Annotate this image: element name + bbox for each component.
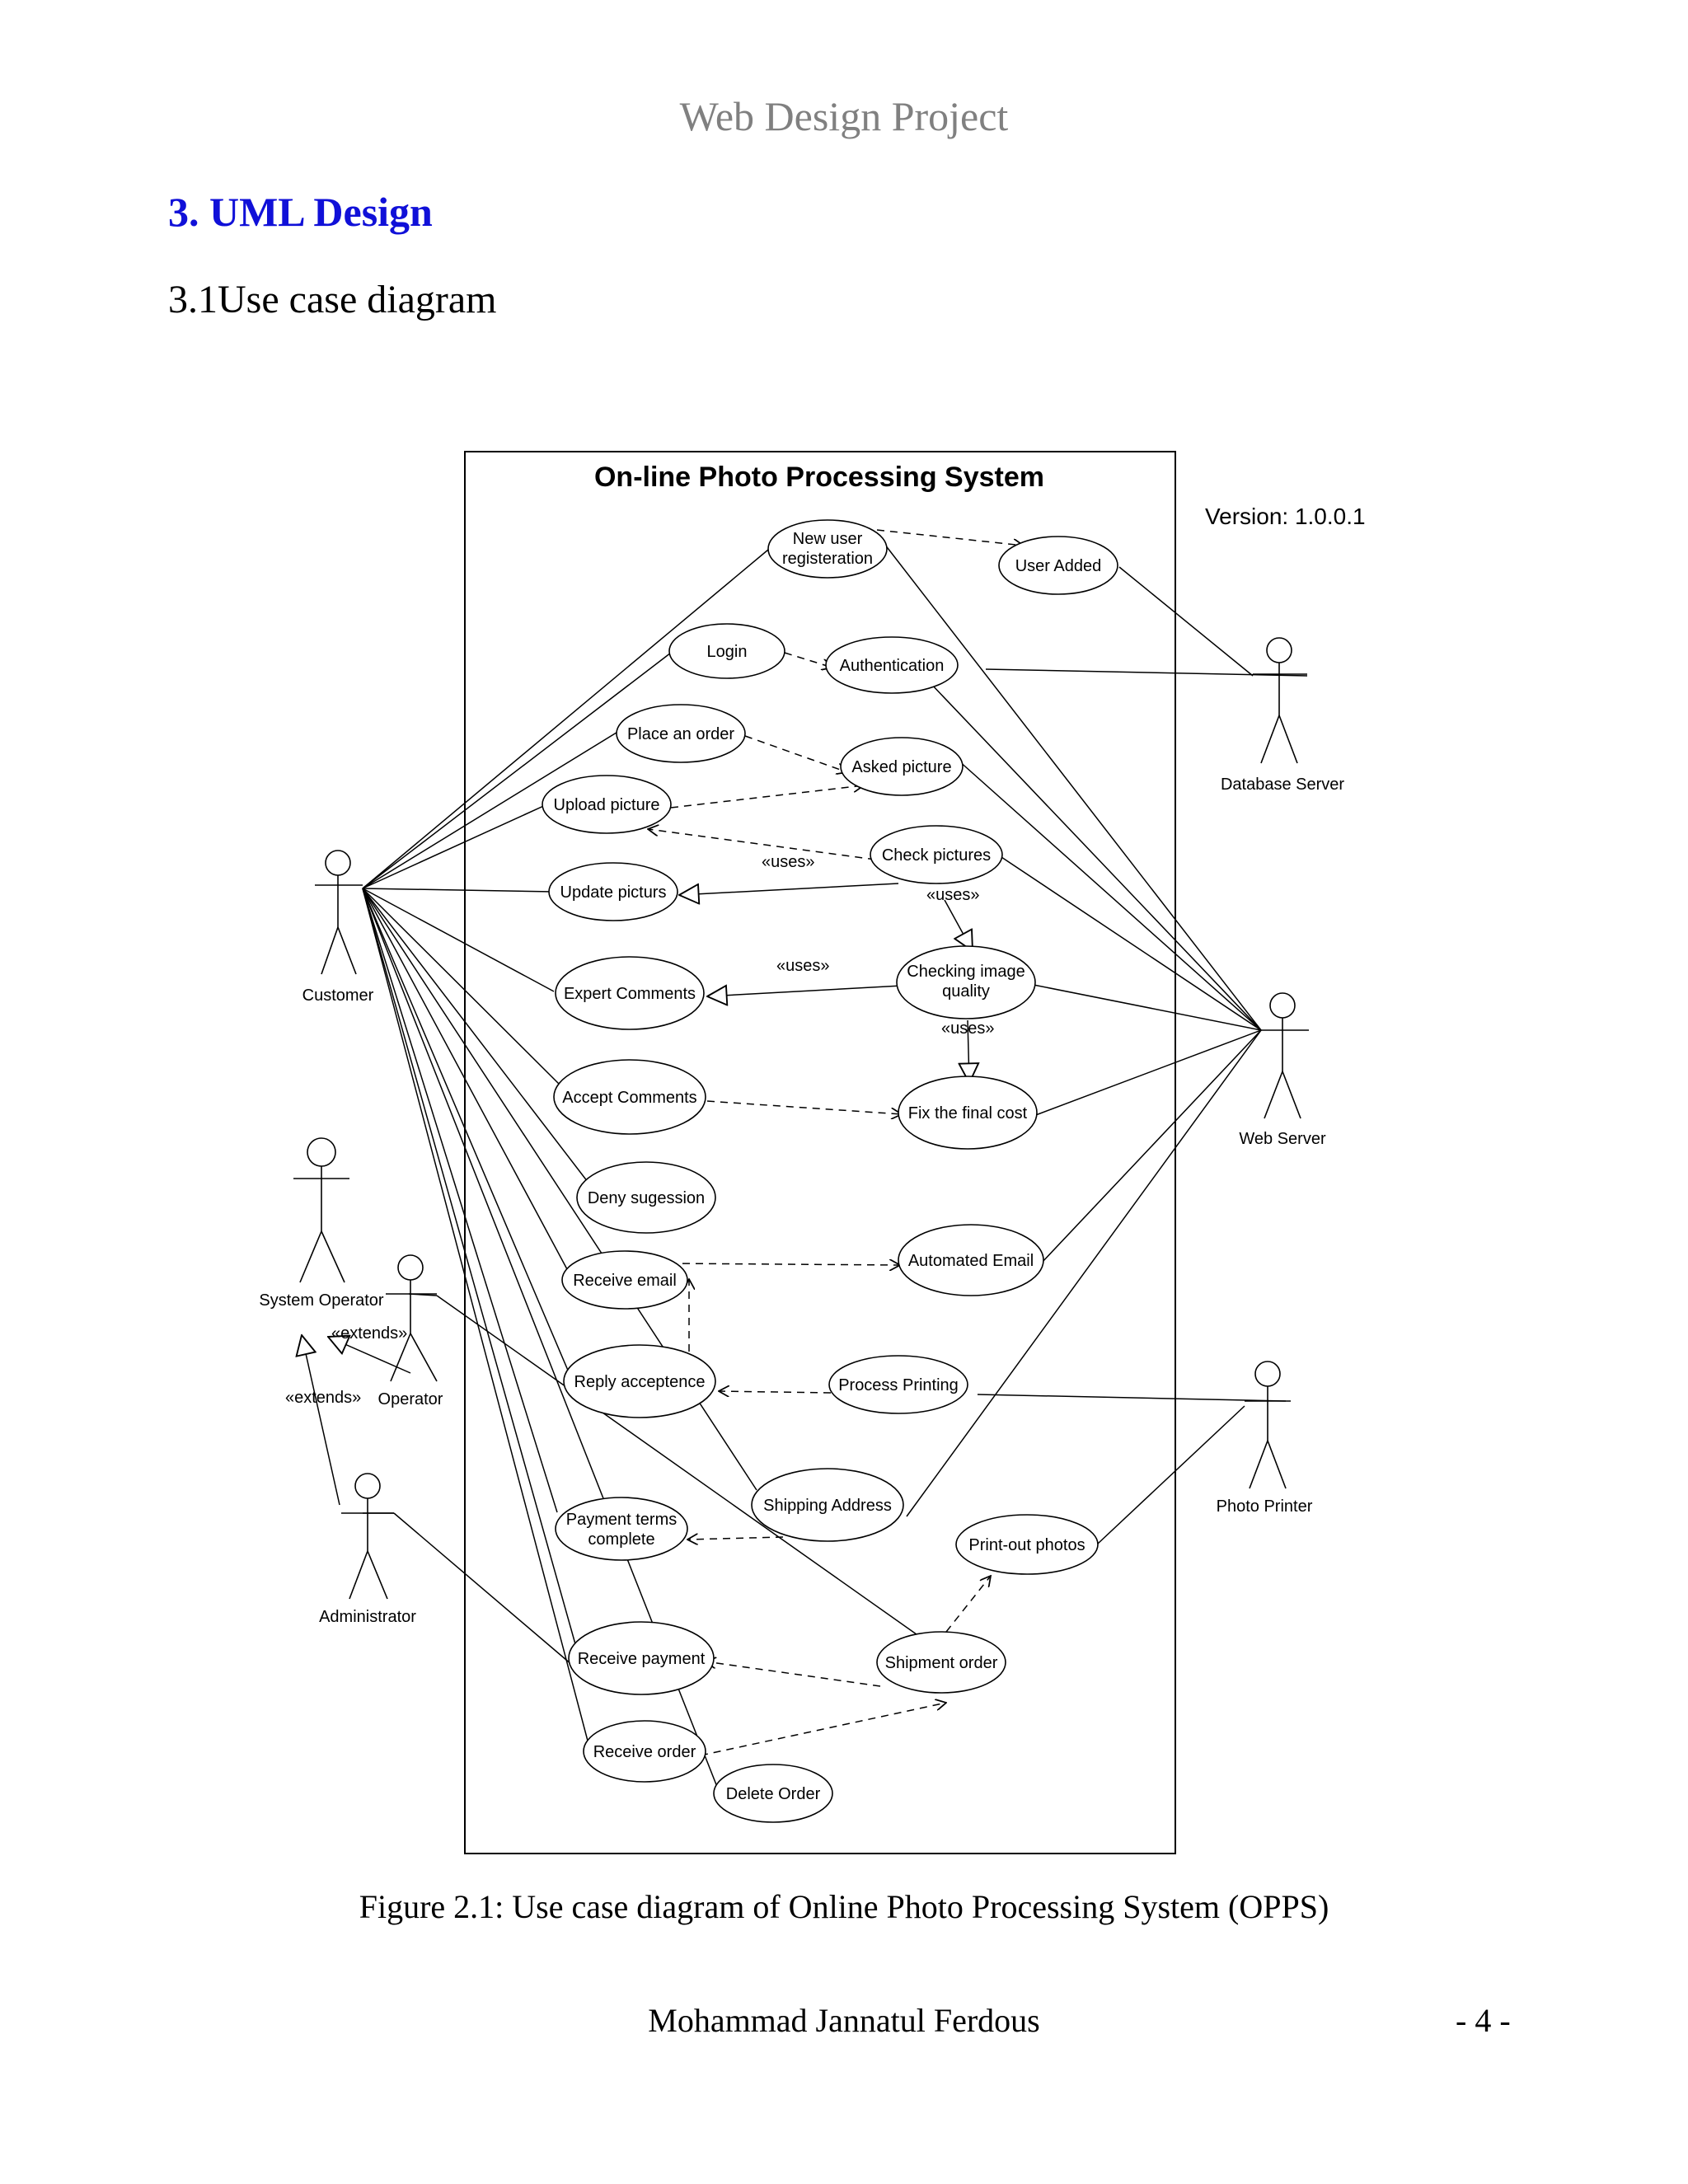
system-boundary (464, 451, 1176, 1854)
svg-text:Automated Email: Automated Email (908, 1252, 1034, 1270)
svg-text:Place an order: Place an order (627, 725, 734, 743)
svg-text:New user: New user (793, 530, 863, 548)
use-case-login: Login (668, 623, 785, 679)
use-case-checking-image-quality: Checking image quality (896, 945, 1036, 1019)
actor-web-server-label: Web Server (1239, 1130, 1326, 1148)
actor-photo-printer-label: Photo Printer (1217, 1497, 1313, 1516)
uses-label: «uses» (776, 957, 830, 975)
actor-system-operator-label: System Operator (259, 1291, 384, 1310)
actor-labels: Customer Database Server Web Server Phot… (259, 776, 1344, 1626)
svg-text:Asked picture: Asked picture (851, 758, 951, 776)
svg-text:Shipping Address: Shipping Address (763, 1497, 892, 1515)
uses-label: «uses» (762, 853, 815, 871)
footer-page-number: - 4 - (1456, 2002, 1511, 2039)
extends-label: «extends» (285, 1389, 361, 1407)
svg-text:Upload picture: Upload picture (554, 796, 660, 814)
use-case-payment-terms-complete: Payment terms complete (555, 1497, 688, 1561)
svg-text:Receive payment: Receive payment (578, 1650, 706, 1668)
association-lines (362, 540, 1308, 1792)
svg-text:Payment terms: Payment terms (566, 1511, 677, 1529)
svg-text:Expert Comments: Expert Comments (564, 985, 696, 1003)
actor-web-server-icon (1259, 992, 1309, 1119)
use-case-receive-order: Receive order (583, 1720, 706, 1783)
actor-operator-icon (386, 1254, 438, 1382)
actor-database-server-label: Database Server (1221, 776, 1344, 794)
use-case-user-added: User Added (998, 536, 1118, 595)
svg-text:Receive email: Receive email (573, 1272, 677, 1290)
use-case-expert-comments: Expert Comments (555, 956, 705, 1030)
svg-text:Delete Order: Delete Order (726, 1785, 821, 1803)
svg-text:Shipment order: Shipment order (885, 1654, 998, 1672)
section-heading: 3. UML Design (168, 189, 433, 235)
svg-text:registeration: registeration (782, 550, 873, 568)
svg-text:Update picturs: Update picturs (560, 883, 667, 902)
use-case-shipment-order: Shipment order (876, 1631, 1006, 1694)
actor-operator-label: Operator (378, 1390, 443, 1408)
use-case-automated-email: Automated Email (898, 1224, 1044, 1296)
use-case-receive-email: Receive email (561, 1250, 688, 1310)
svg-text:Reply acceptence: Reply acceptence (574, 1373, 706, 1391)
use-case-check-pictures: Check pictures (870, 825, 1003, 884)
svg-text:Process Printing: Process Printing (838, 1376, 959, 1394)
use-case-new-user-registration: New user registeration (767, 519, 888, 579)
figure-caption: Figure 2.1: Use case diagram of Online P… (359, 1888, 1329, 1925)
actors (293, 637, 1309, 1600)
svg-text:Check pictures: Check pictures (882, 846, 991, 865)
svg-text:Fix the final cost: Fix the final cost (908, 1104, 1028, 1122)
svg-text:Authentication: Authentication (840, 657, 945, 675)
use-case-shipping-address: Shipping Address (751, 1468, 904, 1542)
system-title: On-line Photo Processing System (594, 462, 1044, 493)
subsection-heading: 3.1Use case diagram (168, 278, 497, 321)
actor-customer-label: Customer (302, 987, 374, 1005)
svg-text:User Added: User Added (1015, 557, 1102, 575)
use-case-print-out-photos: Print-out photos (955, 1514, 1099, 1575)
svg-text:complete: complete (588, 1530, 654, 1549)
use-case-asked-picture: Asked picture (840, 737, 964, 796)
actor-administrator-icon (341, 1473, 394, 1600)
svg-text:Deny sugession: Deny sugession (588, 1189, 705, 1207)
actor-photo-printer-icon (1245, 1361, 1291, 1489)
dependency-lines (648, 529, 1024, 1756)
uses-label: «uses» (941, 1019, 995, 1038)
use-case-deny-sugession: Deny sugession (576, 1161, 716, 1234)
footer-author: Mohammad Jannatul Ferdous (648, 2002, 1040, 2039)
use-case-receive-payment: Receive payment (568, 1621, 715, 1695)
svg-text:Login: Login (707, 643, 748, 661)
use-case-upload-picture: Upload picture (542, 775, 672, 834)
use-case-accept-comments: Accept Comments (553, 1059, 706, 1135)
actor-database-server-icon (1253, 637, 1307, 764)
generalization-lines (302, 883, 973, 1506)
svg-text:Receive order: Receive order (593, 1743, 696, 1761)
version-label: Version: 1.0.0.1 (1205, 504, 1366, 529)
use-case-fix-final-cost: Fix the final cost (898, 1076, 1038, 1150)
use-case-delete-order: Delete Order (713, 1764, 833, 1823)
use-case-process-printing: Process Printing (828, 1355, 968, 1414)
use-cases: New user registeration User Added Login … (542, 519, 1118, 1823)
svg-text:Print-out photos: Print-out photos (968, 1536, 1085, 1554)
page-header-title: Web Design Project (679, 93, 1009, 139)
use-case-authentication: Authentication (825, 636, 959, 694)
svg-text:Checking image: Checking image (907, 963, 1025, 981)
use-case-reply-acceptence: Reply acceptence (563, 1344, 716, 1418)
uses-label: «uses» (926, 886, 980, 904)
actor-administrator-label: Administrator (319, 1608, 416, 1626)
svg-text:quality: quality (942, 982, 990, 1001)
extends-label: «extends» (331, 1324, 407, 1343)
use-case-place-an-order: Place an order (616, 704, 746, 763)
actor-customer-icon (315, 850, 363, 975)
stereotype-labels: «uses» «uses» «uses» «uses» «extends» «e… (285, 853, 995, 1407)
actor-system-operator-icon (293, 1137, 349, 1283)
svg-text:Accept Comments: Accept Comments (562, 1089, 696, 1107)
use-case-update-picturs: Update picturs (548, 862, 678, 921)
